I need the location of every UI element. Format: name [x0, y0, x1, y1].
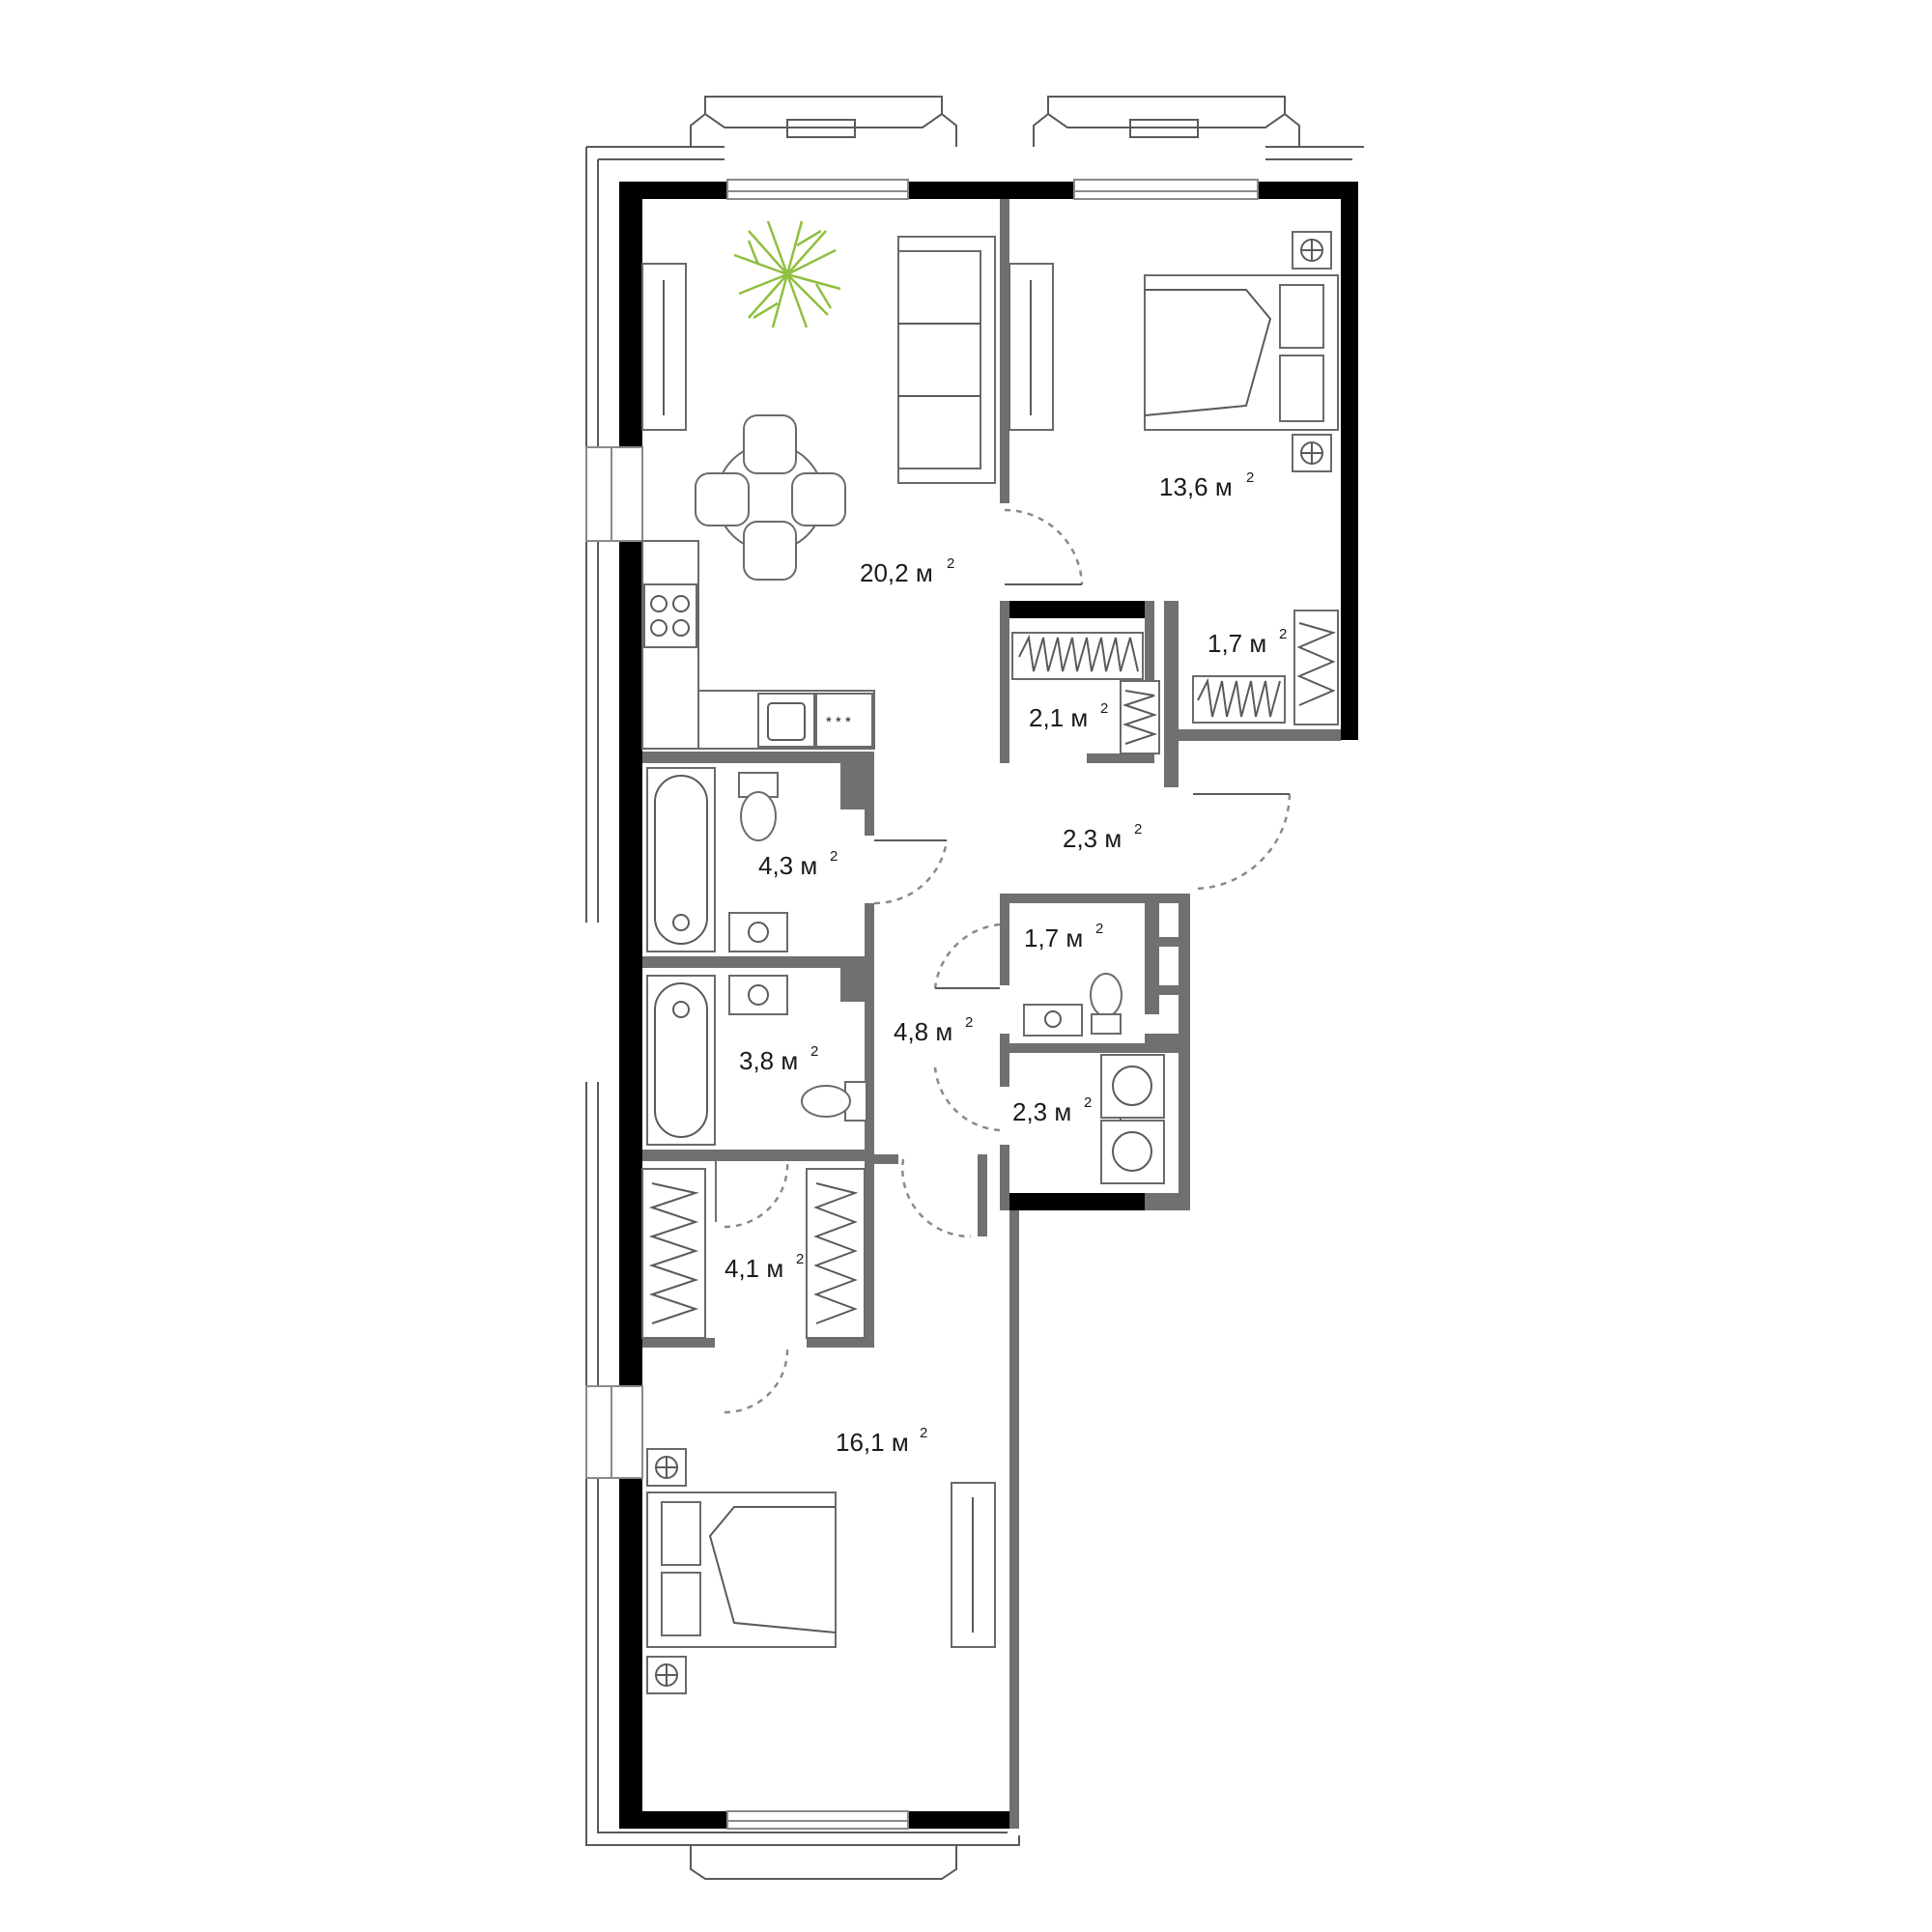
- svg-text:3,8 м: 3,8 м: [739, 1046, 798, 1075]
- svg-text:2: 2: [1279, 626, 1287, 642]
- svg-text:2,1 м: 2,1 м: [1029, 703, 1088, 732]
- wardrobe-icon: [641, 263, 687, 431]
- dining-table-icon: [695, 414, 846, 581]
- sofa-icon: [897, 236, 996, 484]
- svg-text:2: 2: [1246, 469, 1254, 486]
- socket-icon: [1292, 231, 1332, 270]
- bathtub-icon: [646, 767, 716, 952]
- svg-text:2,3 м: 2,3 м: [1012, 1097, 1071, 1126]
- toilet-icon: [801, 1081, 867, 1122]
- svg-text:2: 2: [1095, 921, 1103, 937]
- area-label-laundry: 2,3 м 2: [1012, 1094, 1092, 1126]
- svg-text:2: 2: [965, 1014, 973, 1031]
- svg-text:2: 2: [830, 848, 838, 865]
- sink-icon: [757, 693, 815, 748]
- svg-text:13,6 м: 13,6 м: [1159, 472, 1233, 501]
- svg-text:2: 2: [920, 1425, 927, 1441]
- doors: [724, 508, 1292, 1414]
- area-label-living-kitchen: 20,2 м 2: [860, 555, 954, 587]
- svg-text:16,1 м: 16,1 м: [836, 1428, 909, 1457]
- svg-text:1,7 м: 1,7 м: [1024, 923, 1083, 952]
- svg-text:4,8 м: 4,8 м: [894, 1017, 952, 1046]
- svg-text:2,3 м: 2,3 м: [1063, 824, 1122, 853]
- svg-text:4,3 м: 4,3 м: [758, 851, 817, 880]
- sink-icon: [1023, 1004, 1083, 1037]
- area-label-toilet: 1,7 м 2: [1024, 921, 1103, 952]
- balcony-right: [1033, 96, 1300, 147]
- sink-icon: [728, 975, 788, 1015]
- svg-text:2: 2: [796, 1251, 804, 1267]
- wardrobe-icon: [1009, 263, 1054, 431]
- dishwasher-icon: * * *: [815, 693, 873, 748]
- svg-text:2: 2: [810, 1043, 818, 1060]
- balcony-bottom: [690, 1845, 957, 1880]
- svg-text:2: 2: [1084, 1094, 1092, 1111]
- svg-text:1,7 м: 1,7 м: [1208, 629, 1266, 658]
- wardrobe-icon: [1192, 610, 1339, 725]
- area-label-wardrobe-1: 1,7 м 2: [1208, 626, 1287, 658]
- washing-machine-icon: [1100, 1054, 1165, 1119]
- area-label-bedroom-1: 13,6 м 2: [1159, 469, 1254, 501]
- exterior-walls: [619, 182, 1358, 1829]
- area-label-bathroom-1: 4,3 м 2: [758, 848, 838, 880]
- area-label-corridor: 4,8 м 2: [894, 1014, 973, 1046]
- wardrobe-icon: [1011, 632, 1160, 754]
- socket-icon: [1292, 434, 1332, 472]
- sink-icon: [728, 912, 788, 952]
- area-label-hall-upper: 2,3 м 2: [1063, 821, 1142, 853]
- balcony-left: [690, 96, 957, 147]
- svg-text:2: 2: [1100, 700, 1108, 717]
- wardrobe-icon: [641, 1168, 706, 1339]
- toilet-icon: [738, 772, 779, 841]
- washing-machine-icon: [1100, 1120, 1165, 1184]
- bed-icon: [1144, 274, 1339, 431]
- svg-text:4,1 м: 4,1 м: [724, 1254, 783, 1283]
- area-label-wardrobe-2: 2,1 м 2: [1029, 700, 1108, 732]
- toilet-icon: [1090, 973, 1122, 1035]
- svg-text:2: 2: [947, 555, 954, 572]
- bathtub-icon: [646, 975, 716, 1146]
- svg-text:* * *: * * *: [826, 714, 851, 730]
- bed-icon: [646, 1492, 837, 1648]
- windows: [585, 179, 1259, 1830]
- area-label-dressing-room: 4,1 м 2: [724, 1251, 804, 1283]
- socket-icon: [646, 1448, 687, 1487]
- area-label-bedroom-2: 16,1 м 2: [836, 1425, 927, 1457]
- stove-icon: [643, 583, 697, 648]
- interior-walls: [642, 199, 1341, 1829]
- plant-icon: [733, 220, 841, 328]
- svg-text:20,2 м: 20,2 м: [860, 558, 933, 587]
- area-label-bathroom-2: 3,8 м 2: [739, 1043, 818, 1075]
- socket-icon: [646, 1656, 687, 1694]
- svg-text:2: 2: [1134, 821, 1142, 838]
- wardrobe-icon: [806, 1168, 866, 1339]
- wardrobe-icon: [951, 1482, 996, 1648]
